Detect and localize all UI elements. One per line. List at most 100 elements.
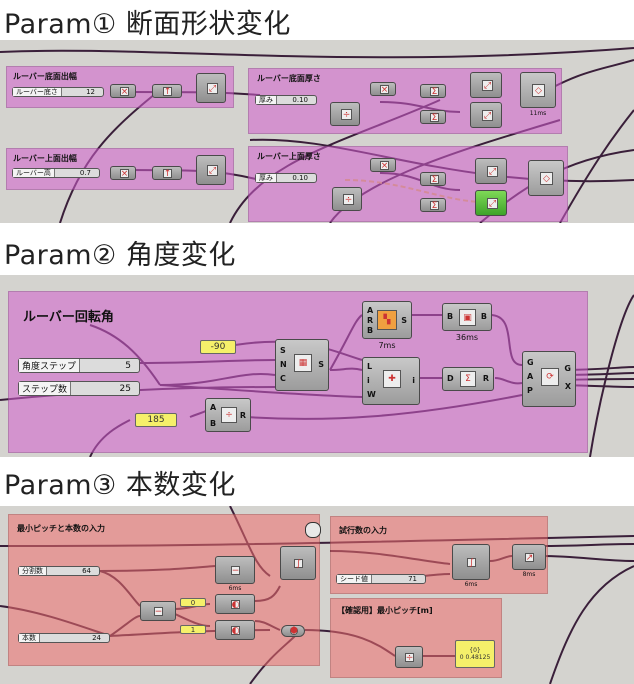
group-title: ルーバー回転角 [23,310,114,325]
surface-icon: ▚ [377,310,397,330]
section-title-param3: Param③ 本数変化 [4,470,236,501]
loft-icon: ◇ [540,172,553,185]
multiply-component[interactable]: × [370,82,396,96]
move-component[interactable]: ⤢ [470,72,502,98]
port-label: G [527,358,534,367]
group-top-thickness[interactable]: ルーバー上面厚さ [248,146,568,222]
panel-value[interactable]: 0 [180,598,206,607]
vector-icon: ↑ [163,168,172,179]
port-label: S [401,316,407,325]
vector-component[interactable]: ↑ [152,84,182,98]
slider-value: 71 [408,575,417,583]
deconstruct-component[interactable]: D R Σ [442,367,494,391]
panel-value[interactable]: -90 [200,340,236,354]
grasshopper-canvas-param1[interactable]: ルーバー底面出幅 ルーバー底面厚さ ルーバー上面出幅 ルーバー上面厚さ ルーバー… [0,40,634,223]
division-component[interactable]: ÷ [395,646,423,668]
division-component[interactable]: ÷ [330,102,360,126]
group-title: 試行数の入力 [339,526,387,535]
number-slider[interactable]: 厚み 0.10 [255,173,317,183]
multiply-icon: × [380,160,389,171]
slider-value: 12 [86,88,95,96]
timing-label: 11ms [529,110,547,117]
move-component[interactable]: ⤢ [196,73,226,103]
port-label: S [280,346,286,355]
grasshopper-canvas-param3[interactable]: 最小ピッチと本数の入力 試行数の入力 【確認用】最小ピッチ[m] 分割数 64 … [0,506,634,684]
scribble-dot-icon[interactable] [305,522,321,538]
number-slider[interactable]: ステップ数 25 [18,381,140,396]
subtraction-component[interactable]: − [215,556,255,584]
multiply-component[interactable]: × [110,166,136,180]
multiply-component[interactable]: × [110,84,136,98]
port-label: B [447,312,454,321]
rotate-geometry-component[interactable]: G A P G X ⟳ [522,351,576,407]
port-label: A [210,403,217,412]
panel-value: 0 0.48125 [459,654,491,661]
timing-label: 36ms [455,333,479,342]
random-component[interactable]: ∫ [452,544,490,580]
port-label: P [527,386,533,395]
move-component[interactable]: ⤢ [475,158,507,184]
port-label: R [367,316,374,325]
multiply-icon: × [120,86,129,97]
grasshopper-canvas-param2[interactable]: ルーバー回転角 角度ステップ 5 ステップ数 25 -90 185 S N C … [0,275,634,457]
division-component[interactable]: ÷ [332,187,362,211]
boundary-icon: ▣ [459,309,476,326]
number-slider[interactable]: 角度ステップ 5 [18,358,140,373]
boundary-component[interactable]: B B ▣ [442,303,492,331]
move-component[interactable]: ⤢ [470,102,502,128]
number-slider[interactable]: 本数 24 [18,633,110,643]
graph-mapper-component[interactable]: ↗ [512,544,546,570]
subtraction-component[interactable]: − [140,601,176,621]
panel-value[interactable]: 1 [180,625,206,634]
dispatch-component[interactable]: ◐ [215,620,255,640]
surface-component[interactable]: A R B S ▚ [362,301,412,339]
unit-z-component[interactable]: Σ [420,84,446,98]
slider-value: 24 [92,634,101,642]
division-icon: ÷ [343,194,354,205]
vector-icon: ↑ [163,86,172,97]
output-panel[interactable]: {0} 0 0.48125 [455,640,495,668]
minus-icon: − [154,606,163,617]
rotate-component[interactable]: L i W i ✚ [362,357,420,405]
move-icon: ⤢ [487,198,498,209]
loft-icon: ◇ [532,84,545,97]
number-slider[interactable]: ルーバー底さ 12 [12,87,104,97]
unit-z-component[interactable]: Σ [420,110,446,124]
vector-component[interactable]: ↑ [152,166,182,180]
random-icon: ∫ [467,558,476,568]
port-label: L [367,362,373,371]
number-slider[interactable]: シード値 71 [336,574,426,584]
series-component[interactable]: S N C S ▦ [275,339,329,391]
unit-vector-icon: Σ [430,86,439,97]
relay-component[interactable]: ⬢ [281,625,305,637]
loft-component[interactable]: ◇ [528,160,564,196]
loft-component[interactable]: ◇ [520,72,556,108]
group-min-pitch-count-input[interactable]: 最小ピッチと本数の入力 [8,514,320,666]
rotate-geometry-icon: ⟳ [541,368,559,386]
move-icon: ⤢ [207,165,218,176]
number-slider[interactable]: 分割数 64 [18,566,100,576]
division-component[interactable]: A B R ÷ [205,398,251,432]
port-label: W [367,390,376,399]
panel-header: {0} [469,647,481,654]
multiply-component[interactable]: × [370,158,396,172]
series-icon: ▦ [294,354,312,372]
unit-vector-icon: Σ [430,200,439,211]
list-component[interactable]: ∫ [280,546,316,580]
dispatch-icon: ◐ [231,625,240,636]
panel-value[interactable]: 185 [135,413,177,427]
unit-z-component[interactable]: Σ [420,198,446,212]
number-slider[interactable]: 厚み 0.10 [255,95,317,105]
unit-vector-icon: Σ [430,174,439,185]
port-label: X [564,382,571,391]
dispatch-component[interactable]: ◐ [215,594,255,614]
move-component[interactable]: ⤢ [196,155,226,185]
multiply-icon: × [380,84,389,95]
move-component-selected[interactable]: ⤢ [475,190,507,216]
number-slider[interactable]: ルーバー高 0.7 [12,168,100,178]
division-icon: ÷ [221,407,237,423]
port-label: B [367,326,374,335]
unit-z-component[interactable]: Σ [420,172,446,186]
dispatch-icon: ◐ [231,599,240,610]
timing-label: 6ms [464,581,478,588]
